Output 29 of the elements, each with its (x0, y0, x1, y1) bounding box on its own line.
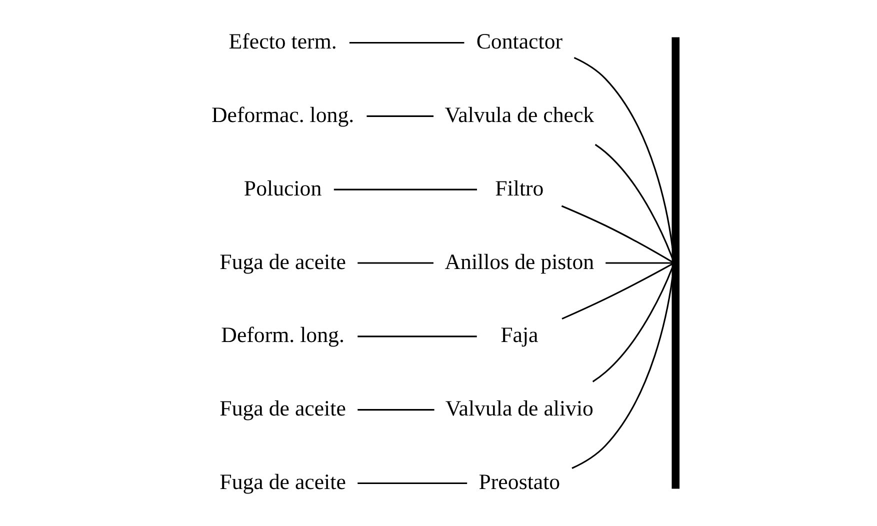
connector (573, 57, 673, 248)
connector (357, 409, 434, 411)
connector (357, 482, 467, 484)
connector (592, 267, 673, 382)
node-text: Anillos de piston (444, 250, 594, 274)
connector (561, 263, 672, 320)
connector (605, 262, 672, 264)
connector (348, 42, 464, 44)
node-text: Deformac. long. (210, 102, 354, 127)
connector (571, 277, 673, 469)
node-text: Faja (500, 323, 538, 348)
node-text: Fuga de aceite (219, 470, 346, 494)
node-text: Filtro (494, 176, 544, 200)
node-text: Polucion (243, 176, 322, 200)
node-text: Fuga de aceite (219, 396, 346, 421)
connector (333, 188, 476, 190)
node-text: Fuga de aceite (219, 250, 346, 274)
node-text: Efecto term. (228, 30, 336, 54)
connector (594, 144, 673, 259)
node-text: Deform. long. (220, 323, 344, 348)
connector (357, 262, 433, 264)
connector (366, 115, 434, 117)
connector (560, 205, 672, 263)
node-text: Valvula de check (444, 102, 594, 127)
connector (357, 336, 476, 338)
node-text: Contactor (476, 30, 562, 54)
node-text: Valvula de alivio (444, 396, 593, 421)
node-text: Preostato (478, 470, 560, 494)
node-bar (671, 37, 680, 489)
